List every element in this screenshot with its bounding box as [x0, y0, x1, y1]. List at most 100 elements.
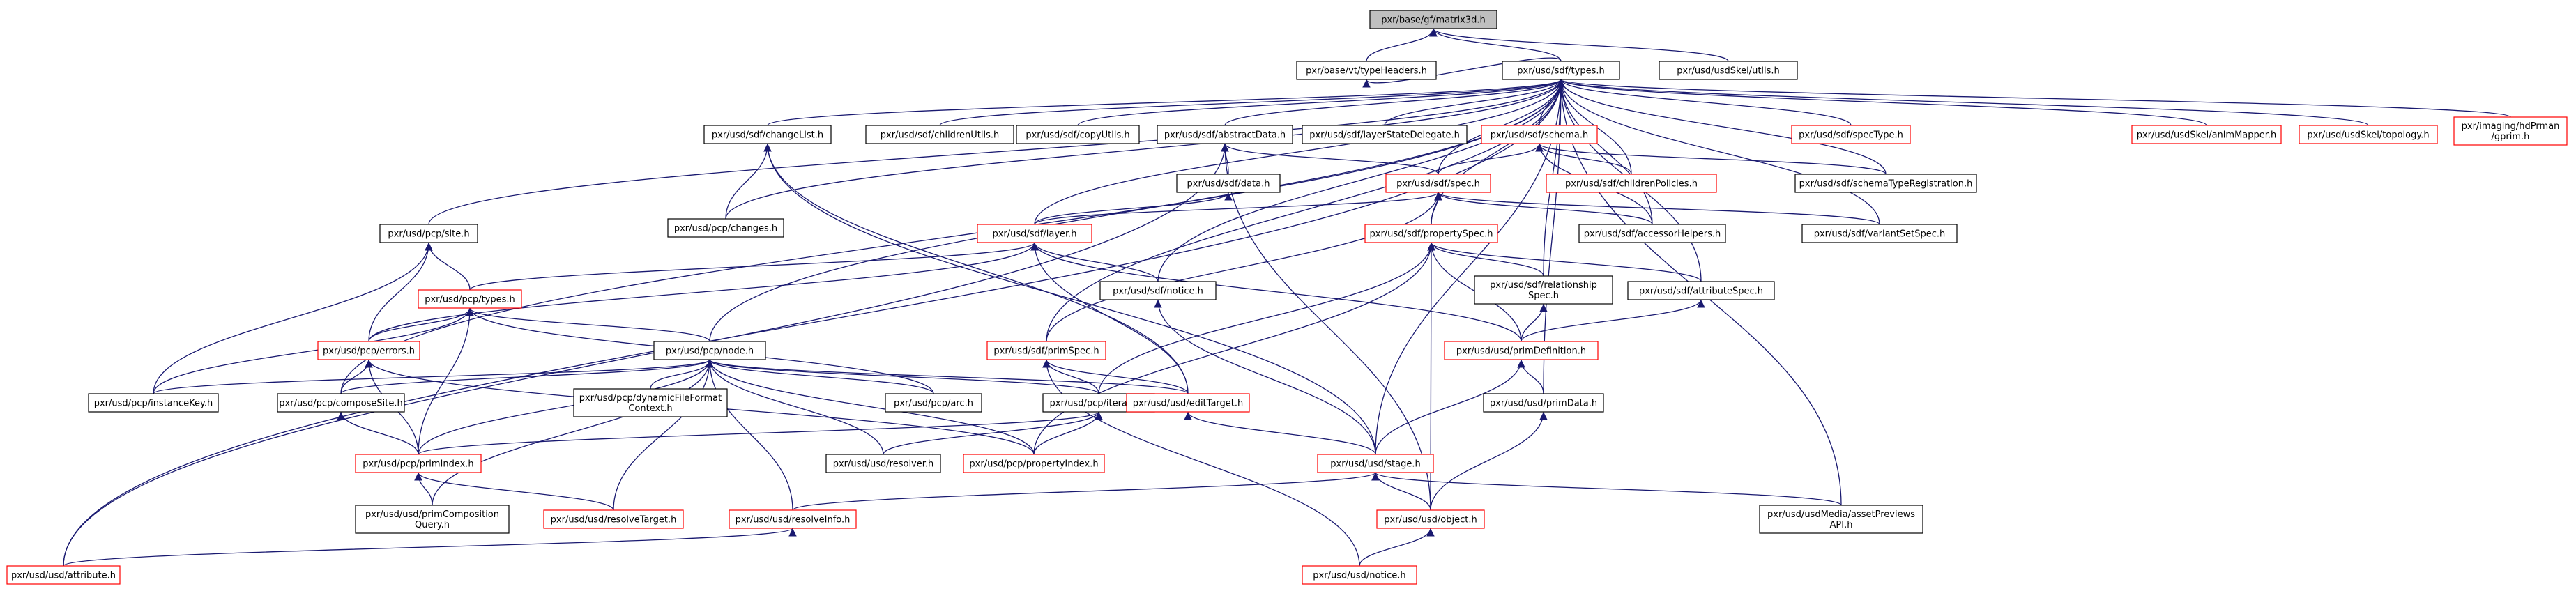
node-label: pxr/usd/usd/stage.h	[1330, 459, 1420, 470]
node-changes[interactable]: pxr/usd/pcp/changes.h	[667, 218, 784, 238]
node-object[interactable]: pxr/usd/usd/object.h	[1376, 509, 1485, 529]
node-box	[317, 341, 420, 360]
edge-site-to-pcpTypes	[425, 242, 471, 291]
edge-spec-to-primSpec	[1046, 192, 1442, 342]
node-label: pxr/usd/pcp/arc.h	[894, 399, 973, 409]
edge-node-to-primIndex	[418, 359, 714, 455]
node-schemaTypeReg[interactable]: pxr/usd/sdf/schemaTypeRegistration.h	[1794, 174, 1977, 193]
node-skelUtils[interactable]: pxr/usd/usdSkel/utils.h	[1659, 61, 1798, 80]
edge-primDefinition-to-stage	[1375, 359, 1525, 455]
edge-sdfTypes-to-site	[428, 79, 1565, 225]
node-animMapper[interactable]: pxr/usd/usdSkel/animMapper.h	[2131, 125, 2282, 144]
file-nodes: pxr/base/gf/matrix3d.hpxr/base/vt/typeHe…	[6, 10, 2568, 585]
edge-abstractData-to-attribute	[63, 143, 1229, 567]
node-label: pxr/usd/usd/resolveInfo.h	[736, 515, 851, 525]
node-abstractData[interactable]: pxr/usd/sdf/abstractData.h	[1157, 125, 1293, 144]
node-spec[interactable]: pxr/usd/sdf/spec.h	[1385, 174, 1491, 193]
node-composeSite[interactable]: pxr/usd/pcp/composeSite.h	[277, 393, 405, 413]
node-site[interactable]: pxr/usd/pcp/site.h	[379, 224, 478, 243]
node-childrenPolicies[interactable]: pxr/usd/sdf/childrenPolicies.h	[1546, 174, 1717, 193]
node-instanceKey[interactable]: pxr/usd/pcp/instanceKey.h	[88, 393, 219, 413]
node-box	[1176, 174, 1281, 193]
node-variantSetSpec[interactable]: pxr/usd/sdf/variantSetSpec.h	[1801, 224, 1958, 243]
node-usdNotice[interactable]: pxr/usd/usd/notice.h	[1302, 565, 1417, 585]
edge-stage-to-object	[1371, 472, 1431, 511]
node-sdfNotice[interactable]: pxr/usd/sdf/notice.h	[1099, 281, 1217, 300]
node-label: pxr/usd/sdf/primSpec.h	[993, 346, 1099, 357]
node-copyUtils[interactable]: pxr/usd/sdf/copyUtils.h	[1016, 125, 1140, 144]
node-changeList[interactable]: pxr/usd/sdf/changeList.h	[703, 125, 832, 144]
node-accessorHelpers[interactable]: pxr/usd/sdf/accessorHelpers.h	[1578, 224, 1726, 243]
node-box	[1302, 565, 1417, 585]
node-box	[277, 393, 405, 413]
node-attribute[interactable]: pxr/usd/usd/attribute.h	[6, 565, 121, 585]
node-propertySpec[interactable]: pxr/usd/sdf/propertySpec.h	[1364, 224, 1498, 243]
edge-node-to-arc	[706, 359, 934, 394]
node-label: pxr/usd/sdf/specType.h	[1799, 130, 1903, 141]
node-box	[1126, 393, 1250, 413]
node-topology[interactable]: pxr/usd/usdSkel/topology.h	[2299, 125, 2438, 144]
node-label: pxr/usd/sdf/notice.h	[1113, 286, 1203, 297]
node-resolveTarget[interactable]: pxr/usd/usd/resolveTarget.h	[543, 509, 684, 529]
node-typeHeaders[interactable]: pxr/base/vt/typeHeaders.h	[1296, 61, 1437, 80]
node-box	[573, 388, 728, 417]
node-box	[1385, 174, 1491, 193]
edge-sdfTypes-to-abstractData	[1224, 79, 1565, 126]
node-label: pxr/usd/usdMedia/assetPreviews	[1767, 509, 1915, 520]
node-primIndex[interactable]: pxr/usd/pcp/primIndex.h	[355, 454, 482, 473]
edge-primData-to-object	[1430, 411, 1548, 511]
node-box	[865, 125, 1014, 144]
node-primData[interactable]: pxr/usd/usd/primData.h	[1483, 393, 1604, 413]
edge-sdfTypes-to-schemaTypeReg	[1557, 79, 1887, 175]
node-arc[interactable]: pxr/usd/pcp/arc.h	[885, 393, 982, 413]
edge-relationshipSpec-to-primDefinition	[1521, 303, 1548, 342]
edge-node-to-primComposition	[432, 359, 714, 506]
node-propertyIndex[interactable]: pxr/usd/pcp/propertyIndex.h	[963, 454, 1105, 473]
node-label: pxr/usd/sdf/layer.h	[992, 229, 1076, 240]
node-box	[1801, 224, 1958, 243]
node-layerStateDelegate[interactable]: pxr/usd/sdf/layerStateDelegate.h	[1302, 125, 1468, 144]
node-gprim[interactable]: pxr/imaging/hdPrman/gprim.h	[2453, 116, 2568, 146]
node-sdfTypes[interactable]: pxr/usd/sdf/types.h	[1502, 61, 1620, 80]
edge-node-to-propertyIndex	[706, 359, 1035, 455]
node-label: pxr/usd/usd/object.h	[1384, 515, 1477, 525]
node-label: pxr/usd/sdf/childrenUtils.h	[881, 130, 999, 141]
node-resolver[interactable]: pxr/usd/usd/resolver.h	[825, 454, 941, 473]
node-schema[interactable]: pxr/usd/sdf/schema.h	[1481, 125, 1598, 144]
node-box	[1364, 224, 1498, 243]
edge-propertySpec-to-iterator	[1098, 242, 1435, 394]
node-stage[interactable]: pxr/usd/usd/stage.h	[1317, 454, 1434, 473]
node-pcpTypes[interactable]: pxr/usd/pcp/types.h	[418, 289, 522, 309]
edge-iterator-to-propertyIndex	[1033, 411, 1103, 455]
edge-pcpTypes-to-errors	[368, 307, 474, 342]
node-label: pxr/usd/pcp/instanceKey.h	[94, 399, 213, 409]
node-specType[interactable]: pxr/usd/sdf/specType.h	[1791, 125, 1911, 144]
node-attributeSpec[interactable]: pxr/usd/sdf/attributeSpec.h	[1627, 281, 1775, 300]
edge-sdfTypes-to-childrenUtils	[939, 79, 1565, 126]
edge-pcpTypes-to-node	[466, 307, 710, 342]
node-resolveInfo[interactable]: pxr/usd/usd/resolveInfo.h	[729, 509, 857, 529]
node-errors[interactable]: pxr/usd/pcp/errors.h	[317, 341, 420, 360]
node-editTarget[interactable]: pxr/usd/usd/editTarget.h	[1126, 393, 1250, 413]
edge-sdfTypes-to-changeList	[767, 79, 1565, 126]
node-primDefinition[interactable]: pxr/usd/usd/primDefinition.h	[1444, 341, 1599, 360]
node-node[interactable]: pxr/usd/pcp/node.h	[653, 341, 766, 360]
node-label: pxr/usd/usd/editTarget.h	[1133, 399, 1244, 409]
node-box	[729, 509, 857, 529]
node-label: pxr/usd/sdf/accessorHelpers.h	[1584, 229, 1721, 240]
node-primSpec[interactable]: pxr/usd/sdf/primSpec.h	[986, 341, 1106, 360]
edge-primDefinition-to-primData	[1517, 359, 1544, 394]
node-data[interactable]: pxr/usd/sdf/data.h	[1176, 174, 1281, 193]
edge-changeList-to-changes	[725, 143, 772, 220]
node-label: pxr/usd/pcp/propertyIndex.h	[969, 459, 1098, 470]
node-layer[interactable]: pxr/usd/sdf/layer.h	[977, 224, 1092, 243]
edge-spec-to-variantSetSpec	[1434, 192, 1880, 225]
edge-data-to-layer	[1034, 192, 1233, 225]
node-childrenUtils[interactable]: pxr/usd/sdf/childrenUtils.h	[865, 125, 1014, 144]
edge-composeSite-to-primIndex	[337, 411, 419, 455]
